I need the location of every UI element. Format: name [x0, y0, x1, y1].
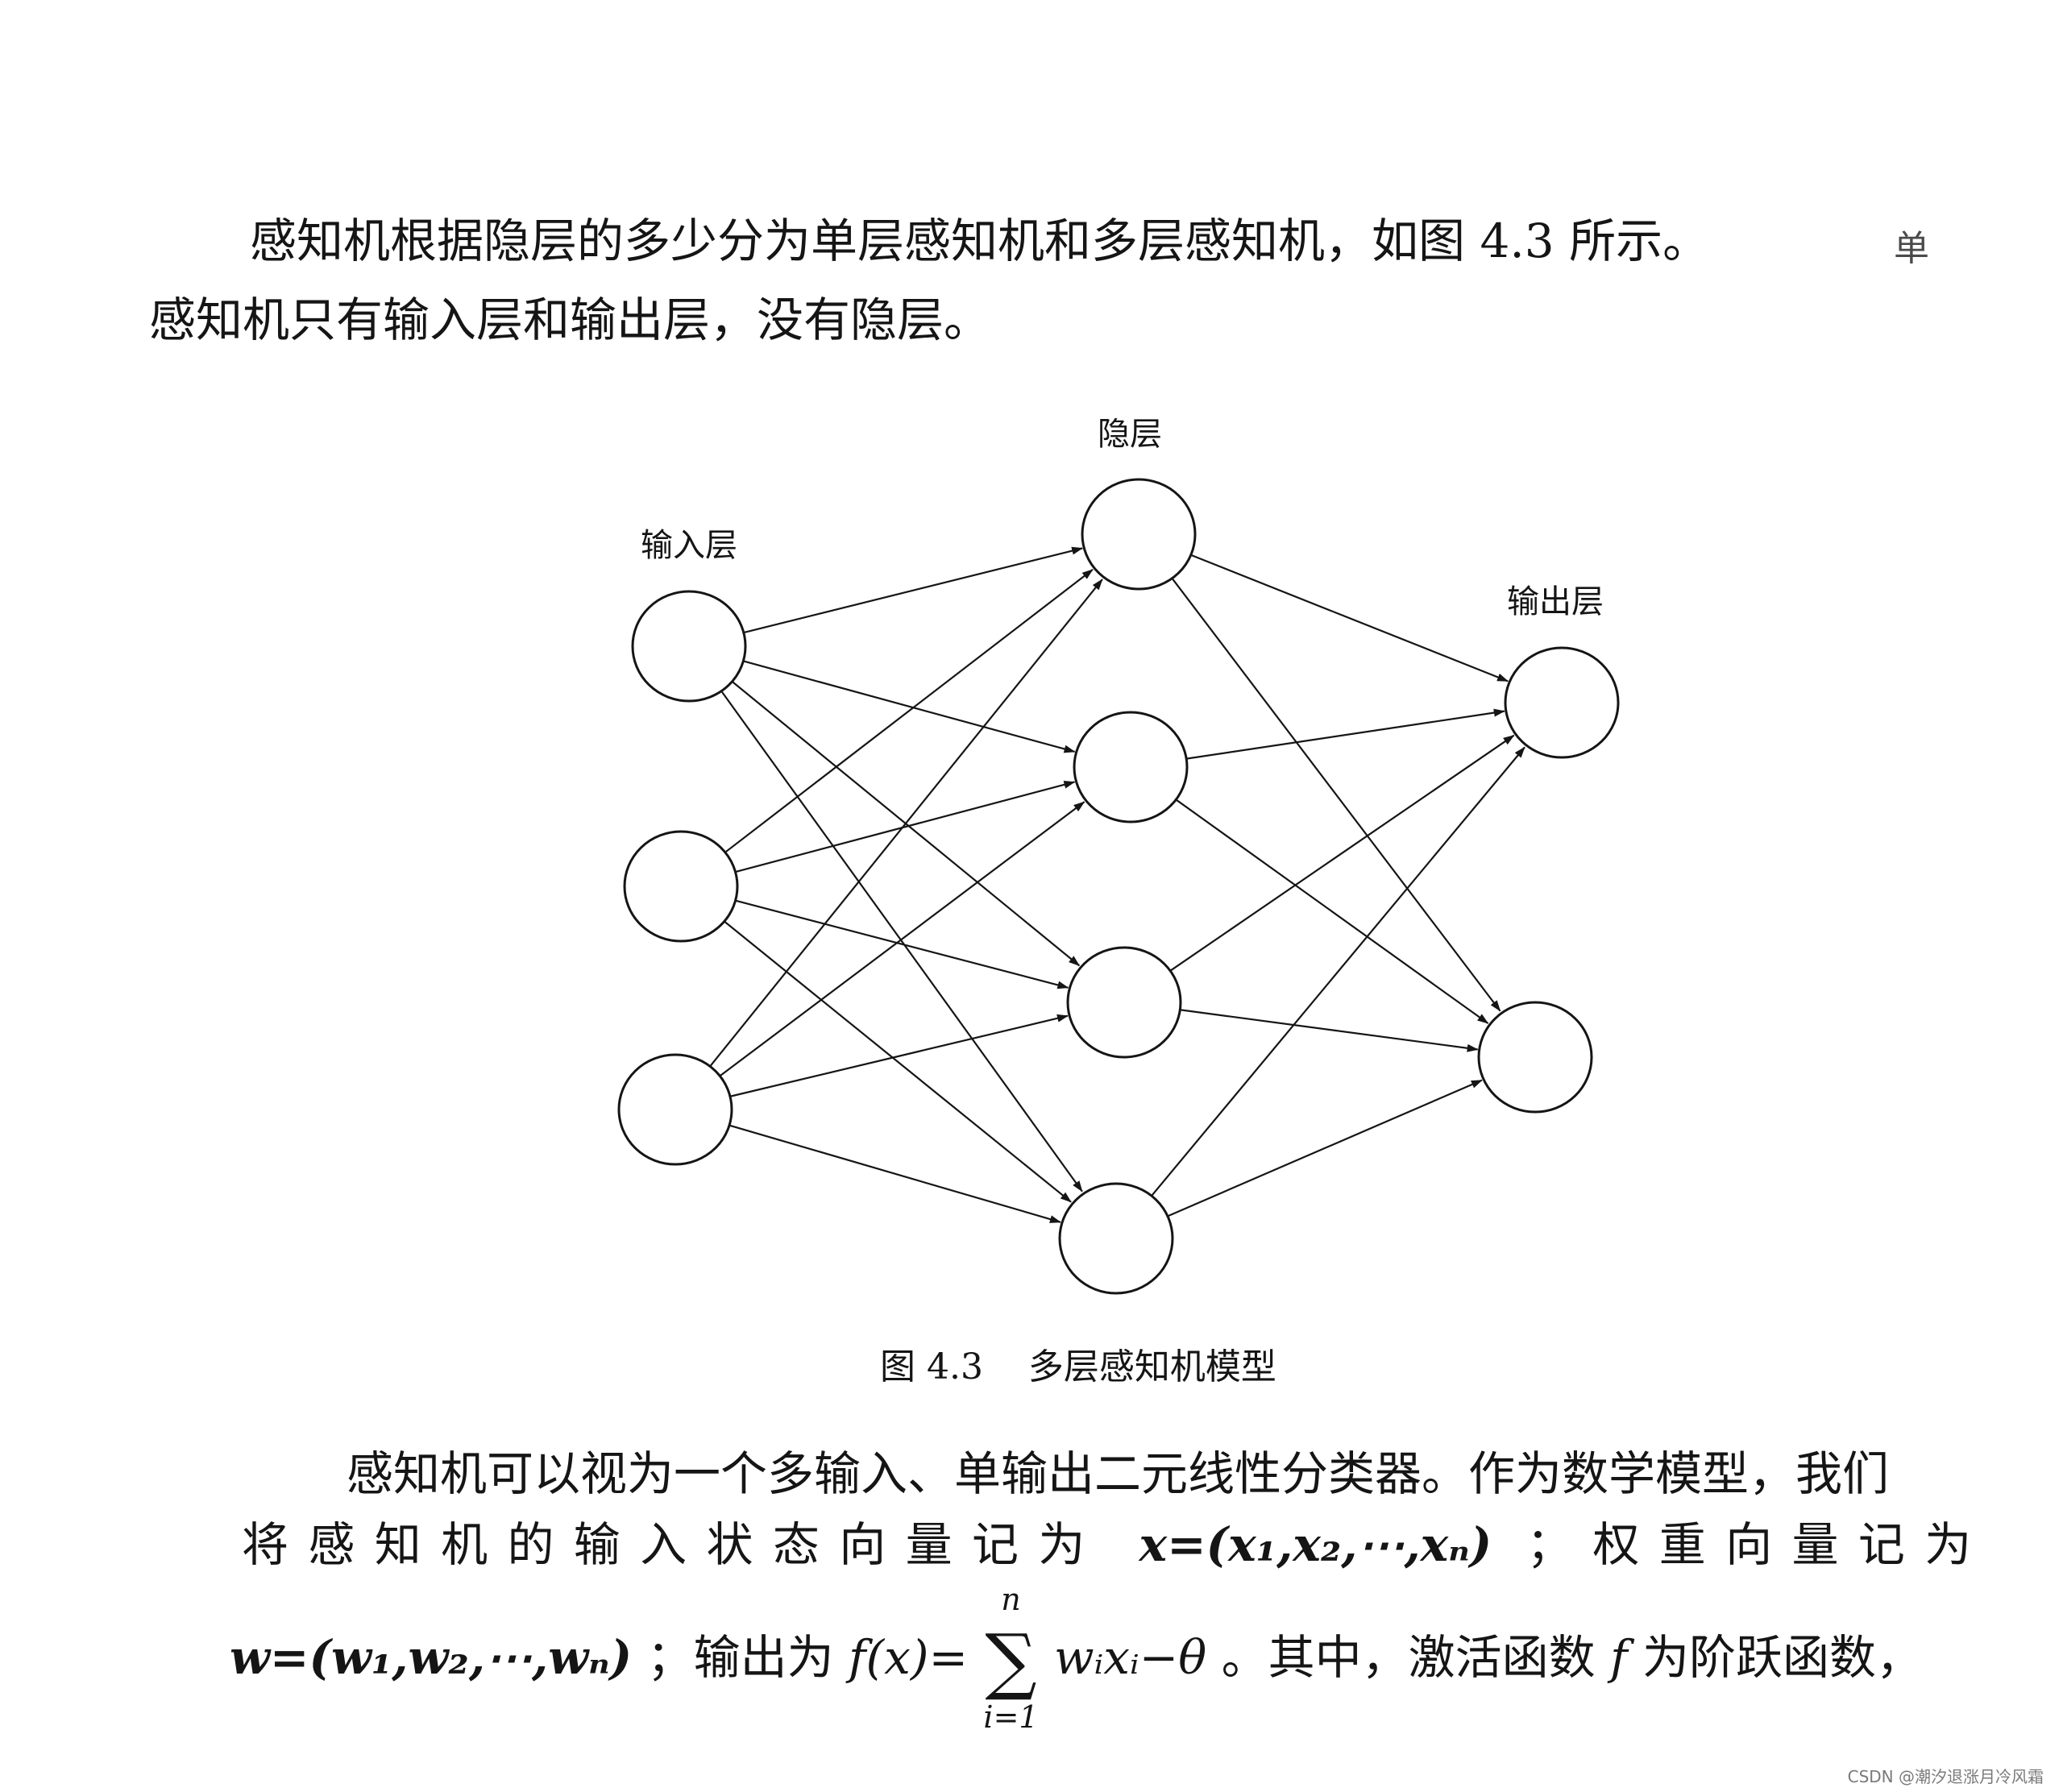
- paragraph-2-line-1: 感知机可以视为一个多输入、单输出二元线性分类器。作为数学模型，我们: [347, 1434, 1889, 1513]
- figure-caption: 图 4.3 多层感知机模型: [880, 1346, 1276, 1388]
- arrow-input-1-to-hidden-1: [743, 546, 1084, 634]
- input-vector-equation: x=(x₁,x₂,⋯,xₙ): [1139, 1517, 1492, 1572]
- hidden-layer-label: 隐层: [1098, 416, 1162, 453]
- arrow-hidden-2-to-output-1: [1186, 708, 1505, 760]
- hidden-node-1: [1081, 478, 1197, 591]
- connection-arrows: [710, 546, 1525, 1223]
- output-layer-label: 输出层: [1507, 583, 1604, 620]
- summation-body: wᵢxᵢ−θ: [1053, 1630, 1207, 1685]
- weight-vector-text: ；权重向量记为: [1526, 1517, 1991, 1572]
- paragraph-1-line-2: 感知机只有输入层和输出层，没有隐层。: [149, 292, 991, 347]
- weight-vector-equation: w=(w₁,w₂,⋯,wₙ): [230, 1630, 633, 1685]
- arrow-hidden-3-to-output-2: [1180, 1009, 1479, 1052]
- activation-function-variable: f: [1610, 1630, 1628, 1685]
- output-function: f(x)=: [849, 1630, 969, 1685]
- arrow-input-3-to-hidden-4: [728, 1124, 1061, 1223]
- arrow-input-2-to-hidden-1: [724, 569, 1094, 853]
- arrow-input-1-to-hidden-4: [721, 691, 1083, 1193]
- hidden-node-3: [1066, 946, 1182, 1059]
- arrow-input-2-to-hidden-2: [735, 780, 1076, 873]
- summation-symbol: n ∑ i=1: [983, 1581, 1039, 1735]
- output-text: ；输出为: [646, 1630, 834, 1685]
- neuron-nodes: [617, 478, 1620, 1295]
- arrow-input-3-to-hidden-2: [720, 801, 1085, 1076]
- arrow-hidden-1-to-output-2: [1172, 579, 1501, 1012]
- watermark: CSDN @潮汐退涨月冷风霜: [1847, 1767, 2044, 1786]
- input-node-3: [617, 1053, 733, 1166]
- activation-text: 。其中，激活函数: [1221, 1630, 1596, 1685]
- arrow-hidden-3-to-output-1: [1170, 734, 1515, 972]
- step-function-text: 为阶跃函数，: [1642, 1630, 1923, 1685]
- scan-artifact-mark: 单: [1894, 228, 1929, 269]
- hidden-node-4: [1058, 1182, 1174, 1295]
- output-node-1: [1504, 646, 1620, 759]
- arrow-input-1-to-hidden-2: [743, 660, 1076, 753]
- summation-upper-limit: n: [1001, 1581, 1021, 1617]
- summation-lower-limit: i=1: [983, 1699, 1039, 1735]
- input-vector-text: 将感知机的输入状态向量记为: [242, 1517, 1105, 1572]
- arrow-hidden-1-to-output-1: [1190, 554, 1509, 682]
- input-node-2: [623, 830, 739, 943]
- paragraph-2-line-2: 将感知机的输入状态向量记为 x=(x₁,x₂,⋯,xₙ) ；权重向量记为: [242, 1507, 1991, 1574]
- hidden-node-2: [1073, 711, 1189, 823]
- arrow-hidden-4-to-output-2: [1167, 1079, 1483, 1217]
- output-node-2: [1477, 1001, 1593, 1114]
- input-layer-label: 输入层: [641, 527, 737, 564]
- arrow-input-2-to-hidden-3: [735, 899, 1069, 989]
- input-node-1: [631, 590, 747, 703]
- paragraph-1-line-1: 感知机根据隐层的多少分为单层感知机和多层感知机，如图 4.3 所示。: [250, 214, 1710, 268]
- arrow-input-2-to-hidden-4: [724, 921, 1072, 1203]
- arrow-input-3-to-hidden-1: [710, 579, 1103, 1067]
- arrow-hidden-4-to-output-1: [1151, 746, 1525, 1196]
- arrow-hidden-2-to-output-2: [1176, 799, 1489, 1024]
- arrow-input-3-to-hidden-3: [729, 1014, 1069, 1097]
- paragraph-2-text-1: 感知机可以视为一个多输入、单输出二元线性分类器。作为数学模型，我们: [347, 1446, 1890, 1501]
- paragraph-2-line-3: w=(w₁,w₂,⋯,wₙ) ；输出为 f(x)= n ∑ i=1 wᵢxᵢ−θ…: [230, 1581, 1923, 1735]
- paragraph-1: 感知机根据隐层的多少分为单层感知机和多层感知机，如图 4.3 所示。 感知机只有…: [149, 201, 1710, 359]
